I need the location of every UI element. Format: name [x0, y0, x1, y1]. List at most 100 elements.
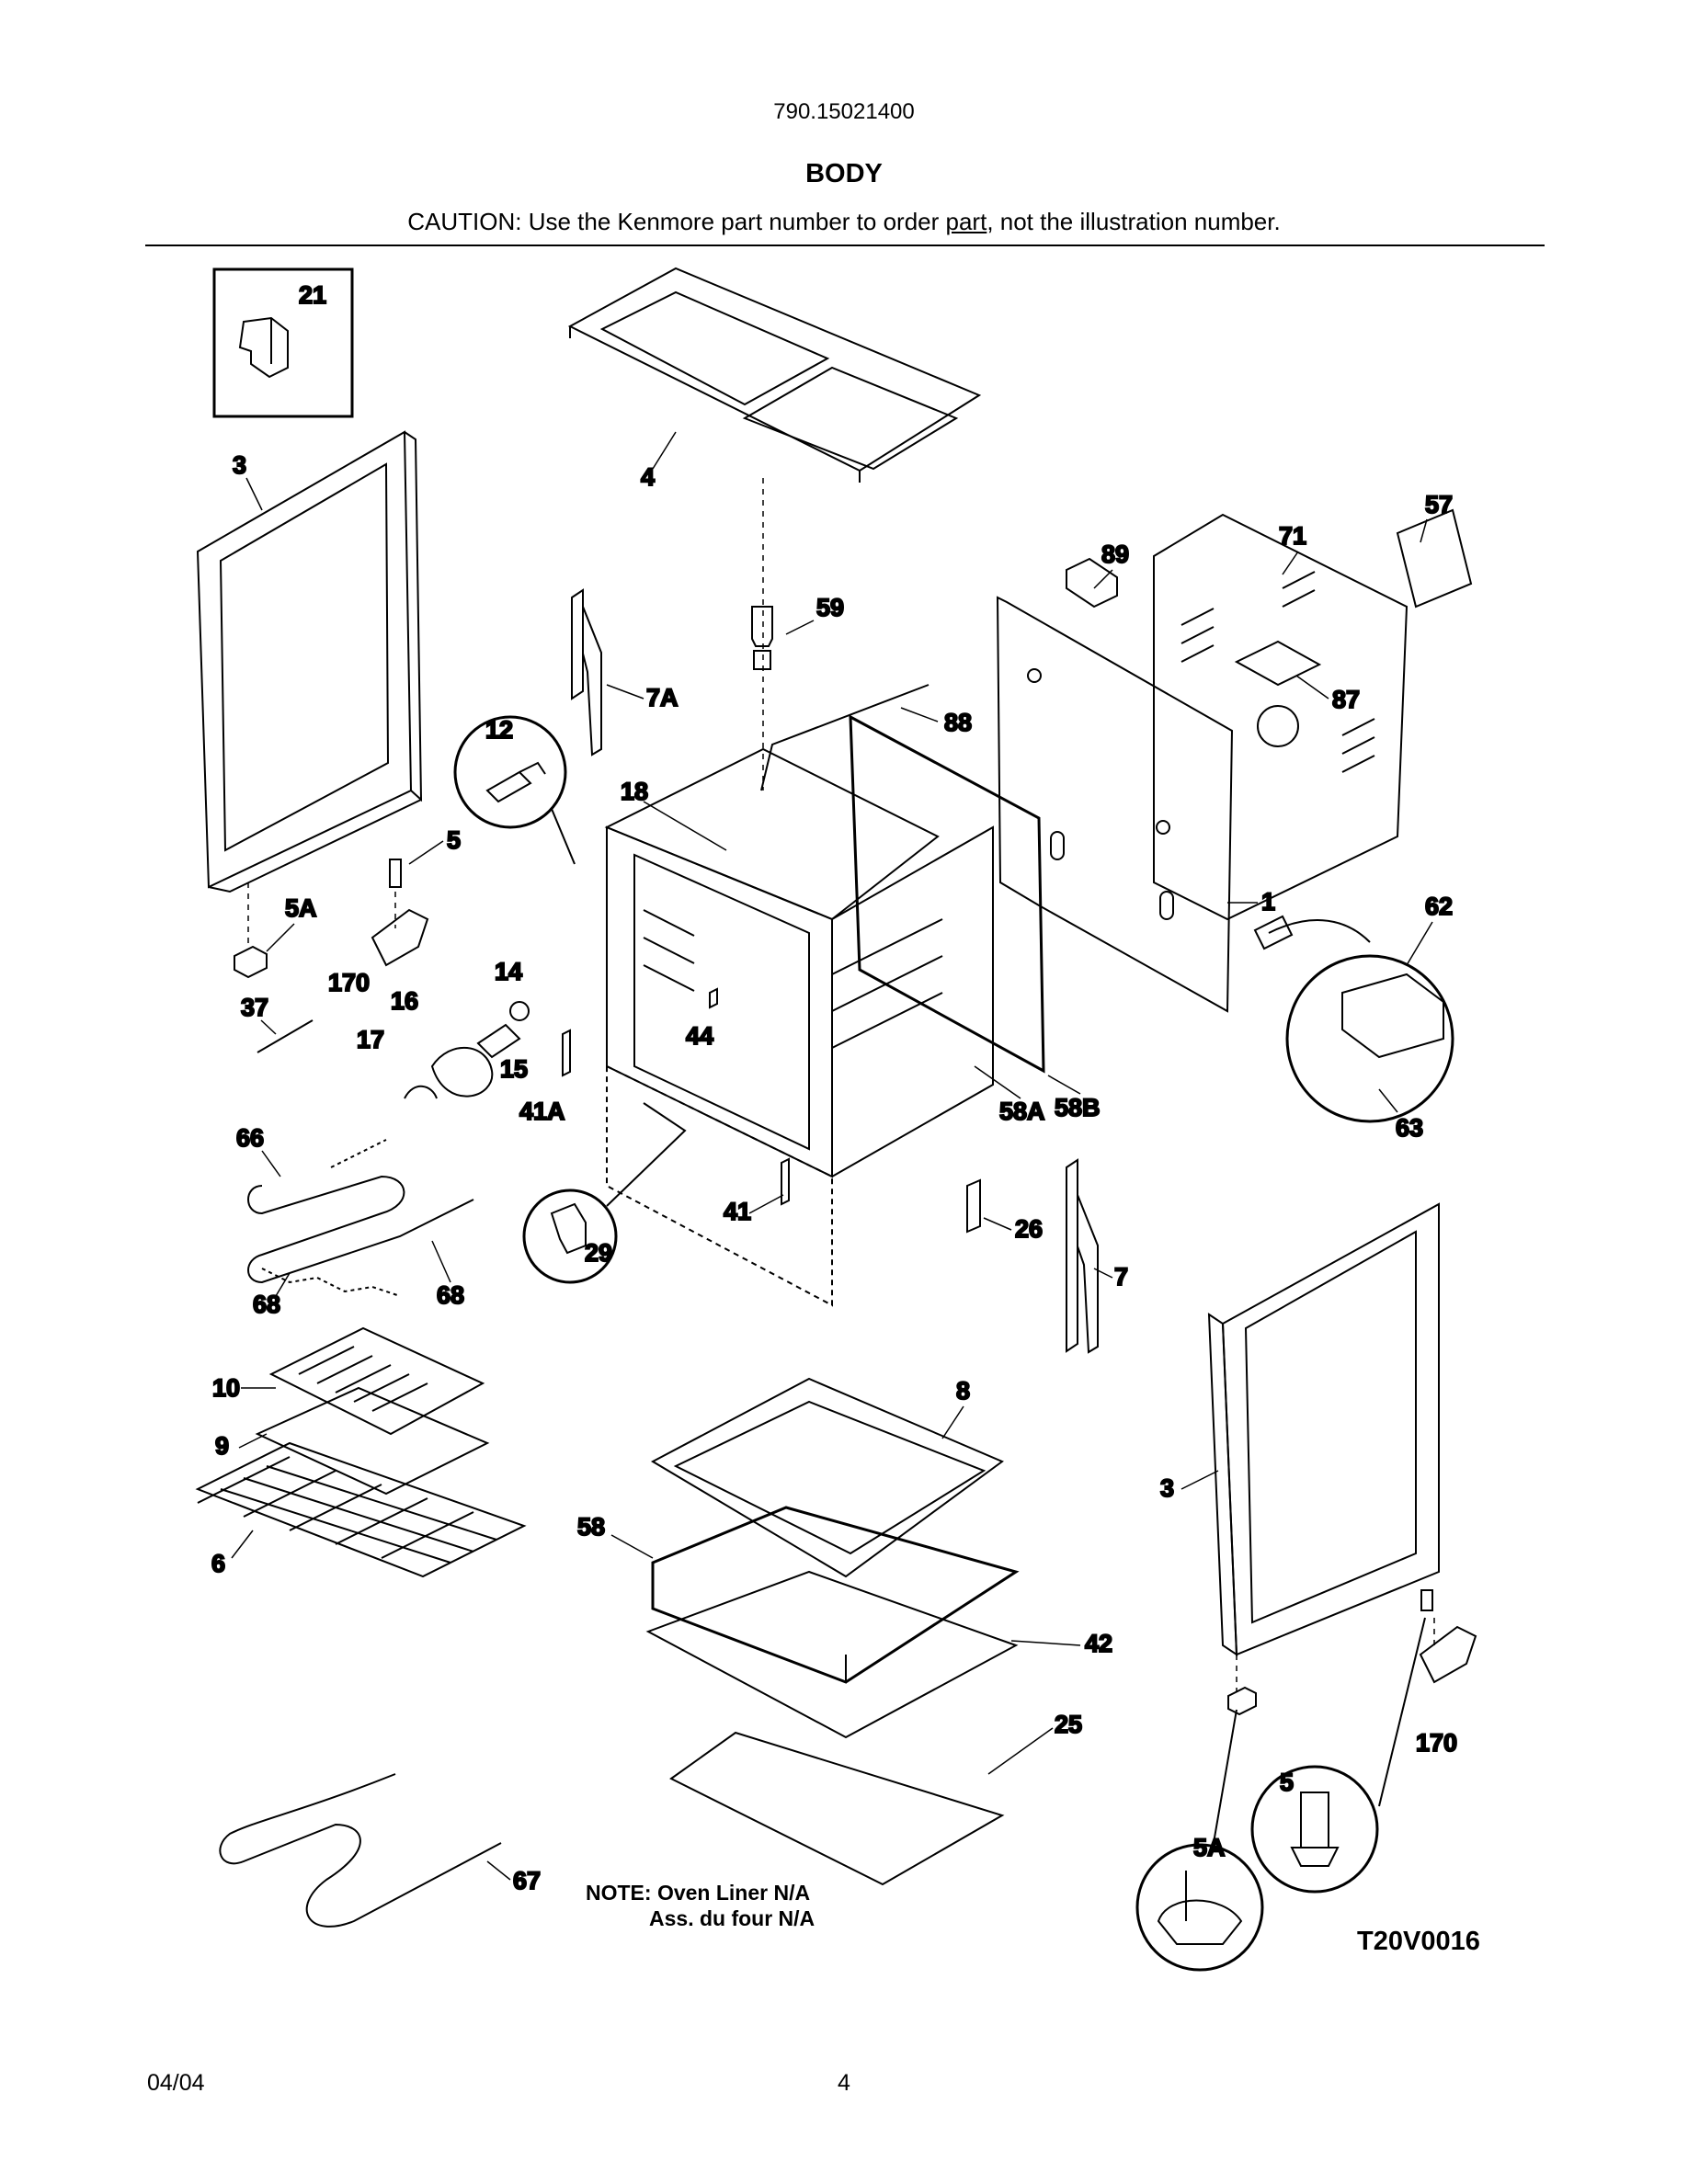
caution-text: CAUTION: Use the Kenmore part number to … [0, 208, 1688, 236]
part-68-insulator-lower [261, 1268, 401, 1297]
callout-41: 41 [724, 1198, 751, 1225]
part-9-broil-pan [255, 1386, 490, 1496]
callout-leaders [231, 431, 1433, 1881]
callout-5-right: 5 [1280, 1769, 1294, 1796]
part-3-right-side-panel [1207, 1202, 1440, 1656]
part-21-icon [238, 316, 289, 379]
part-5-leveling-screw-right [1420, 1589, 1433, 1611]
part-41a-bracket [562, 1029, 571, 1077]
part-5-detail-circle [1250, 1765, 1379, 1894]
part-10-broil-pan-insert [268, 1326, 485, 1436]
callout-71: 71 [1279, 522, 1306, 550]
part-5a-leader [1213, 1709, 1237, 1844]
part-58-edge [652, 1608, 847, 1684]
callout-7a: 7A [646, 684, 679, 711]
callout-21: 21 [299, 281, 326, 309]
callout-42: 42 [1085, 1630, 1112, 1657]
model-number: 790.15021400 [773, 99, 915, 124]
caution-link-part[interactable]: part [945, 208, 987, 235]
part-66-broil-element [247, 1175, 474, 1284]
callout-170-right: 170 [1416, 1729, 1457, 1757]
callout-18: 18 [621, 778, 648, 805]
part-10-slots [298, 1346, 428, 1412]
part-71-back-panel [1153, 513, 1409, 921]
part-68-insulator-upper [330, 1139, 387, 1168]
part-57-label-plate [1396, 508, 1473, 609]
callout-57: 57 [1425, 491, 1453, 518]
callout-68-left: 68 [253, 1291, 280, 1318]
part-15-bulb [476, 1023, 521, 1059]
part-5-leveling-screw [389, 859, 402, 888]
callout-62: 62 [1425, 893, 1453, 920]
part-62-terminal-block [1341, 973, 1444, 1059]
part-5a-leveling-foot-right [1227, 1686, 1257, 1716]
callout-37: 37 [241, 994, 268, 1021]
diagram-code: T20V0016 [1357, 1927, 1480, 1956]
callout-170-left: 170 [328, 969, 370, 996]
callout-87: 87 [1332, 686, 1360, 713]
callout-8: 8 [956, 1377, 970, 1405]
callout-9: 9 [215, 1432, 229, 1460]
part-41-bracket [781, 1157, 790, 1206]
part-170-bracket [371, 908, 429, 967]
part-12-leader [551, 808, 576, 865]
part-5a-leveling-foot [234, 945, 268, 979]
callout-89: 89 [1101, 540, 1129, 568]
part-1-rear-frame [996, 596, 1234, 1013]
part-5-leader [1378, 1617, 1426, 1807]
part-5a-detail-circle [1135, 1843, 1264, 1972]
part-8-oven-bottom [650, 1377, 1005, 1578]
callout-25: 25 [1055, 1711, 1082, 1738]
part-62-arrow [1268, 919, 1371, 943]
section-title: BODY [805, 159, 883, 188]
callout-6: 6 [211, 1550, 225, 1577]
callout-5a-right: 5A [1193, 1834, 1226, 1861]
callout-29: 29 [585, 1239, 612, 1267]
part-4-top-panel [567, 267, 982, 483]
callout-58: 58 [577, 1513, 605, 1541]
part-87-bracket [1234, 640, 1322, 687]
footer-page-number: 4 [838, 2070, 850, 2096]
part-5-detail-icon [1290, 1792, 1340, 1867]
callout-3-right: 3 [1160, 1474, 1174, 1502]
callout-7: 7 [1114, 1263, 1128, 1291]
part-21-inset-box [212, 267, 354, 418]
note-line-1: NOTE: Oven Liner N/A [586, 1881, 811, 1905]
part-14-socket [509, 1001, 530, 1021]
part-29-detail-circle [522, 1189, 618, 1284]
part-3-left-side-panel [196, 430, 423, 893]
part-29-leader [606, 1102, 687, 1207]
oven-cavity-body [604, 747, 994, 1307]
part-58b-insulation [849, 714, 1045, 1074]
part-12-detail-circle [453, 715, 567, 829]
part-16-light-cover [430, 1046, 494, 1098]
caution-text-end: , not the illustration number. [987, 208, 1281, 235]
caution-text-start: CAUTION: Use the Kenmore part number to … [407, 208, 946, 235]
alignment-guides [247, 478, 1435, 1691]
callout-4: 4 [641, 463, 655, 491]
callout-88: 88 [944, 709, 972, 736]
part-42-panel [645, 1570, 1019, 1739]
callout-14: 14 [495, 958, 522, 985]
callout-59: 59 [816, 594, 844, 621]
callout-17: 17 [357, 1026, 384, 1053]
part-6-rack-wires [197, 1456, 497, 1564]
callout-58a: 58A [999, 1098, 1045, 1125]
part-5a-detail-icon [1157, 1871, 1243, 1945]
callout-1: 1 [1261, 888, 1275, 916]
callout-10: 10 [212, 1374, 240, 1402]
note-line-2: Ass. du four N/A [649, 1906, 815, 1930]
part-29-icon [550, 1202, 587, 1255]
part-7a-hinge [571, 588, 602, 756]
header-divider [145, 245, 1545, 246]
part-58-insulation-pad [651, 1506, 1020, 1684]
part-88-wire [760, 684, 930, 791]
callout-5-left: 5 [447, 826, 461, 854]
part-17-clip [404, 1085, 438, 1099]
part-44-sensor [709, 987, 718, 1009]
part-12-icon [485, 761, 546, 803]
callout-68-right: 68 [437, 1281, 464, 1309]
callout-26: 26 [1015, 1215, 1043, 1243]
callout-66: 66 [236, 1124, 264, 1152]
part-26-bracket [966, 1178, 981, 1234]
